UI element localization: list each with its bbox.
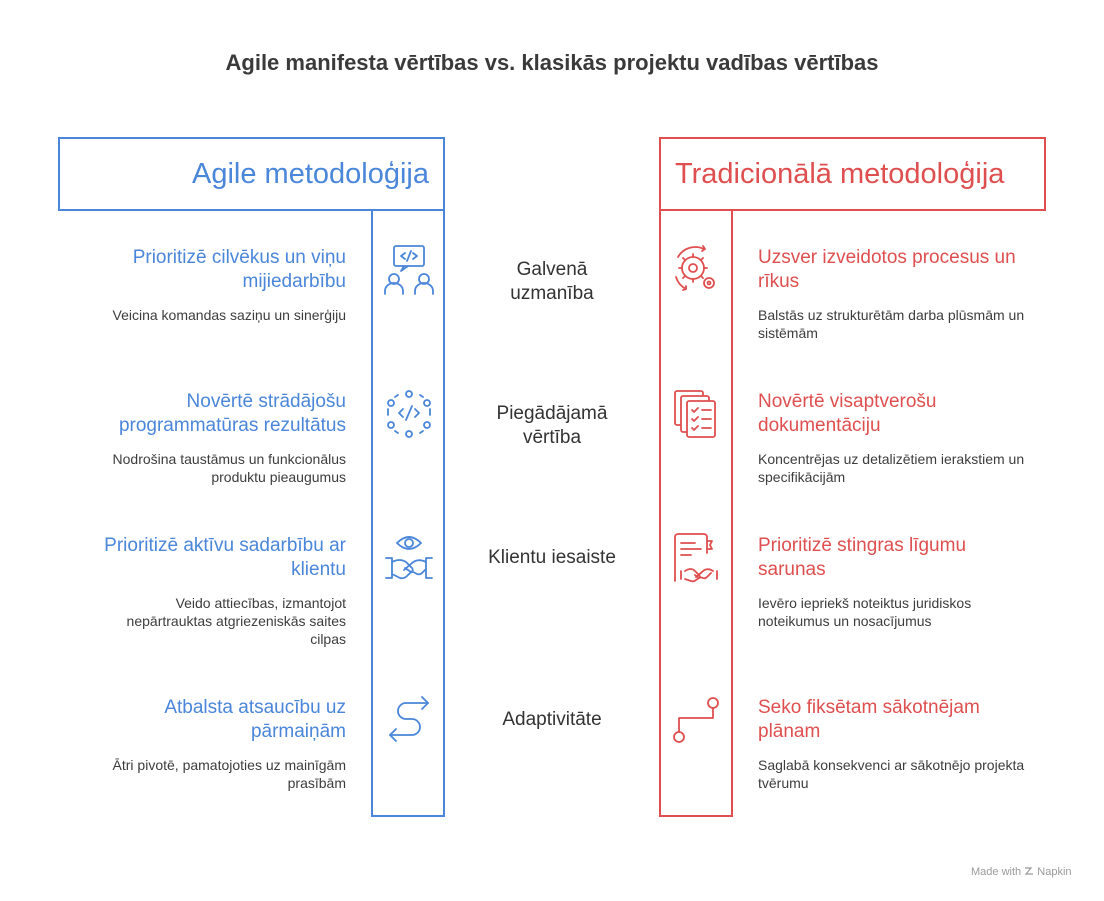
team-code-icon [384,245,434,295]
agile-item-4: Atbalsta atsaucību uz pārmaiņām Ātri piv… [80,696,346,792]
center-label-4: Adaptivitāte [502,709,602,730]
contract-handshake-icon [674,533,718,583]
agile-item-4-desc: Ātri pivotē, pamatojoties uz mainīgām pr… [112,757,346,791]
agile-item-2: Novērtē strādājošu programmatūras rezult… [80,390,346,486]
fixed-path-icon [673,697,719,743]
traditional-item-2: Novērtē visaptverošu dokumentāciju Konce… [758,390,1038,486]
napkin-logo-icon [1024,867,1034,875]
eye-handshake-icon [385,536,433,580]
footer-brand: Napkin [1037,866,1072,878]
agile-column-bar [371,208,445,817]
agile-item-2-desc: Nodrošina taustāmus un funkcionālus prod… [112,451,346,485]
gears-cycle-icon [675,245,715,291]
traditional-item-3-title: Prioritizē stingras līgumu sarunas [758,535,967,580]
traditional-item-4-title: Seko fiksētam sākotnējam plānam [758,697,980,742]
agile-item-4-title: Atbalsta atsaucību uz pārmaiņām [164,697,346,742]
document-stack-icon [674,390,716,438]
traditional-item-3: Prioritizē stingras līgumu sarunas Ievēr… [758,534,1038,630]
agile-item-1-desc: Veicina komandas saziņu un sinerģiju [112,307,346,323]
curved-arrows-icon [389,696,429,742]
traditional-item-1: Uzsver izveidotos procesus un rīkus Bals… [758,246,1038,342]
traditional-item-3-desc: Ievēro iepriekš noteiktus juridiskos not… [758,595,972,629]
traditional-item-4: Seko fiksētam sākotnējam plānam Saglabā … [758,696,1038,792]
traditional-item-4-desc: Saglabā konsekvenci ar sākotnējo projekt… [758,757,1025,791]
footer-made-with: Made with [971,866,1022,878]
traditional-item-1-title: Uzsver izveidotos procesus un rīkus [758,247,1016,292]
agile-item-1-title: Prioritizē cilvēkus un viņu mijiedarbību [132,247,346,292]
diagram-title: Agile manifesta vērtības vs. klasikās pr… [225,50,879,75]
agile-item-2-title: Novērtē strādājošu programmatūras rezult… [118,391,346,436]
traditional-item-2-title: Novērtē visaptverošu dokumentāciju [758,391,937,436]
traditional-item-1-desc: Balstās uz strukturētām darba plūsmām un… [758,307,1025,341]
center-label-1: Galvenā uzmanība [510,259,594,304]
agile-item-3-desc: Veido attiecības, izmantojot nepārtraukt… [126,595,346,647]
agile-item-3: Prioritizē aktīvu sadarbību ar klientu V… [80,534,346,648]
traditional-item-2-desc: Koncentrējas uz detalizētiem ierakstiem … [758,451,1025,485]
center-label-3: Klientu iesaiste [488,547,616,568]
code-network-icon [387,390,431,438]
agile-header: Agile metodoloģija [58,137,445,211]
traditional-column-bar [659,208,733,817]
traditional-header: Tradicionālā metodoloģija [659,137,1046,211]
traditional-header-label: Tradicionālā metodoloģija [675,157,1005,190]
agile-item-3-title: Prioritizē aktīvu sadarbību ar klientu [104,535,346,580]
center-label-2: Piegādājamā vērtība [496,403,608,448]
footer-credit: Made with Napkin [971,866,1091,878]
agile-header-label: Agile metodoloģija [192,157,429,190]
agile-item-1: Prioritizē cilvēkus un viņu mijiedarbību… [80,246,346,324]
